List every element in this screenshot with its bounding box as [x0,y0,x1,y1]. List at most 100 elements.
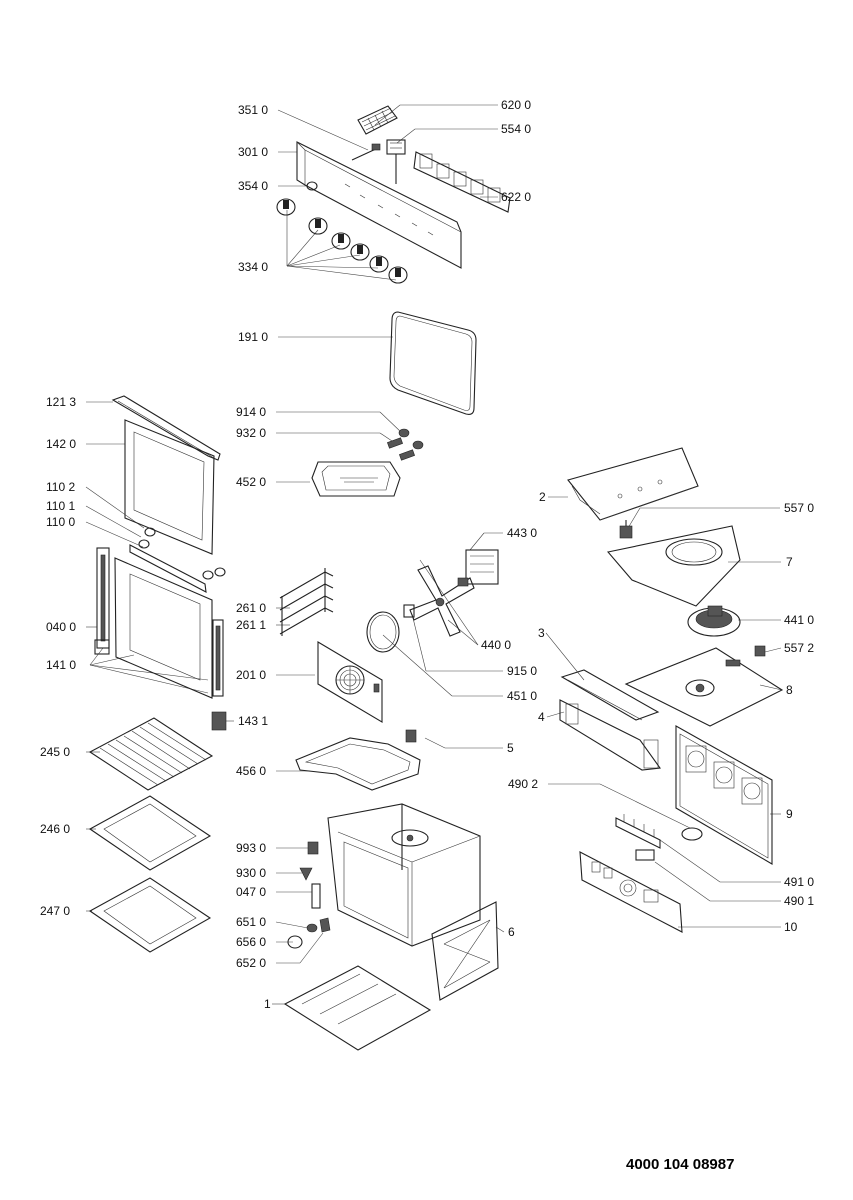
thermostat-shaft [351,143,381,161]
label-441-0: 441 0 [784,613,815,627]
label-6: 6 [508,925,515,939]
door-seal [389,311,477,415]
label-914-0: 914 0 [236,405,267,419]
label-110-1: 110 1 [46,499,76,513]
fan-cover-panel [317,641,383,723]
lamp-holder [681,827,703,841]
thermostat-small [754,645,766,657]
rear-panel [675,725,773,865]
indicator-lamp [306,181,318,191]
label-452-0: 452 0 [236,475,267,489]
label-930-0: 930 0 [236,866,267,880]
label-9: 9 [786,807,793,821]
electronic-board-panel [579,851,683,933]
label-201-0: 201 0 [236,668,267,682]
outer-door [114,557,213,699]
door-top-trim [111,395,221,461]
control-knobs [276,198,408,284]
leader-lines [85,104,783,1005]
hinge-clip [211,711,227,731]
label-334-0: 334 0 [238,260,269,274]
label-993-0: 993 0 [236,841,267,855]
control-panel [296,141,462,269]
label-354-0: 354 0 [238,179,269,193]
label-4: 4 [538,710,545,724]
label-247-0: 247 0 [40,904,71,918]
label-110-0: 110 0 [46,515,76,529]
thermal-cutout [619,520,633,539]
label-557-2: 557 2 [784,641,815,655]
fan-duct-plate [606,525,741,607]
shallow-tray [88,795,212,871]
label-3: 3 [538,626,545,640]
fan-blade [409,565,475,637]
label-5: 5 [507,741,514,755]
grill-fixings [387,428,424,461]
grill-element [311,461,401,497]
label-191-0: 191 0 [238,330,269,344]
label-456-0: 456 0 [236,764,267,778]
top-plate [624,647,784,727]
small-connector [635,849,655,861]
terminal-block [615,814,661,849]
fan-nut [403,604,415,618]
top-cover [567,447,699,521]
label-932-0: 932 0 [236,426,267,440]
label-10: 10 [784,920,798,934]
door-hinge-left [94,547,110,655]
label-142-0: 142 0 [46,437,77,451]
label-2: 2 [539,490,546,504]
selector-switch [386,139,406,184]
label-620-0: 620 0 [501,98,532,112]
label-8: 8 [786,683,793,697]
label-141-0: 141 0 [46,658,77,672]
label-651-0: 651 0 [236,915,267,929]
label-451-0: 451 0 [507,689,538,703]
side-bracket [559,699,661,771]
label-652-0: 652 0 [236,956,267,970]
label-110-2: 110 2 [46,480,76,494]
label-490-1: 490 1 [784,894,815,908]
door-middle-trim [129,544,207,593]
switch-block [413,151,511,213]
bottom-cover [283,965,432,1051]
label-557-0: 557 0 [784,501,815,515]
label-245-0: 245 0 [40,745,71,759]
label-261-0: 261 0 [236,601,267,615]
inner-glass [124,419,215,555]
label-440-0: 440 0 [481,638,512,652]
door-hinge-right [212,619,224,697]
label-1: 1 [264,997,271,1011]
label-040-0: 040 0 [46,620,77,634]
label-656-0: 656 0 [236,935,267,949]
label-490-2: 490 2 [508,777,539,791]
document-number: 4000 104 08987 [626,1156,735,1173]
mini-selector-switch [357,105,398,135]
circular-heater [366,611,400,653]
fan-motor [457,549,499,587]
wire-shelf [88,717,214,791]
cavity-fittings [287,841,331,949]
oven-cavity [327,803,481,947]
bottom-heater [295,729,421,791]
label-261-1: 261 1 [236,618,267,632]
label-301-0: 301 0 [238,145,269,159]
label-554-0: 554 0 [501,122,532,136]
label-246-0: 246 0 [40,822,71,836]
glass-retainer-parts [138,527,226,580]
side-frame [431,901,499,1001]
label-047-0: 047 0 [236,885,267,899]
label-915-0: 915 0 [507,664,538,678]
label-491-0: 491 0 [784,875,815,889]
label-443-0: 443 0 [507,526,538,540]
cooling-fan [687,605,741,637]
label-622-0: 622 0 [501,190,532,204]
deep-tray [88,877,212,953]
label-143-1: 143 1 [238,714,269,728]
label-7: 7 [786,555,793,569]
top-rail [560,669,660,721]
label-121-3: 121 3 [46,395,77,409]
side-racks [279,568,334,636]
label-351-0: 351 0 [238,103,269,117]
